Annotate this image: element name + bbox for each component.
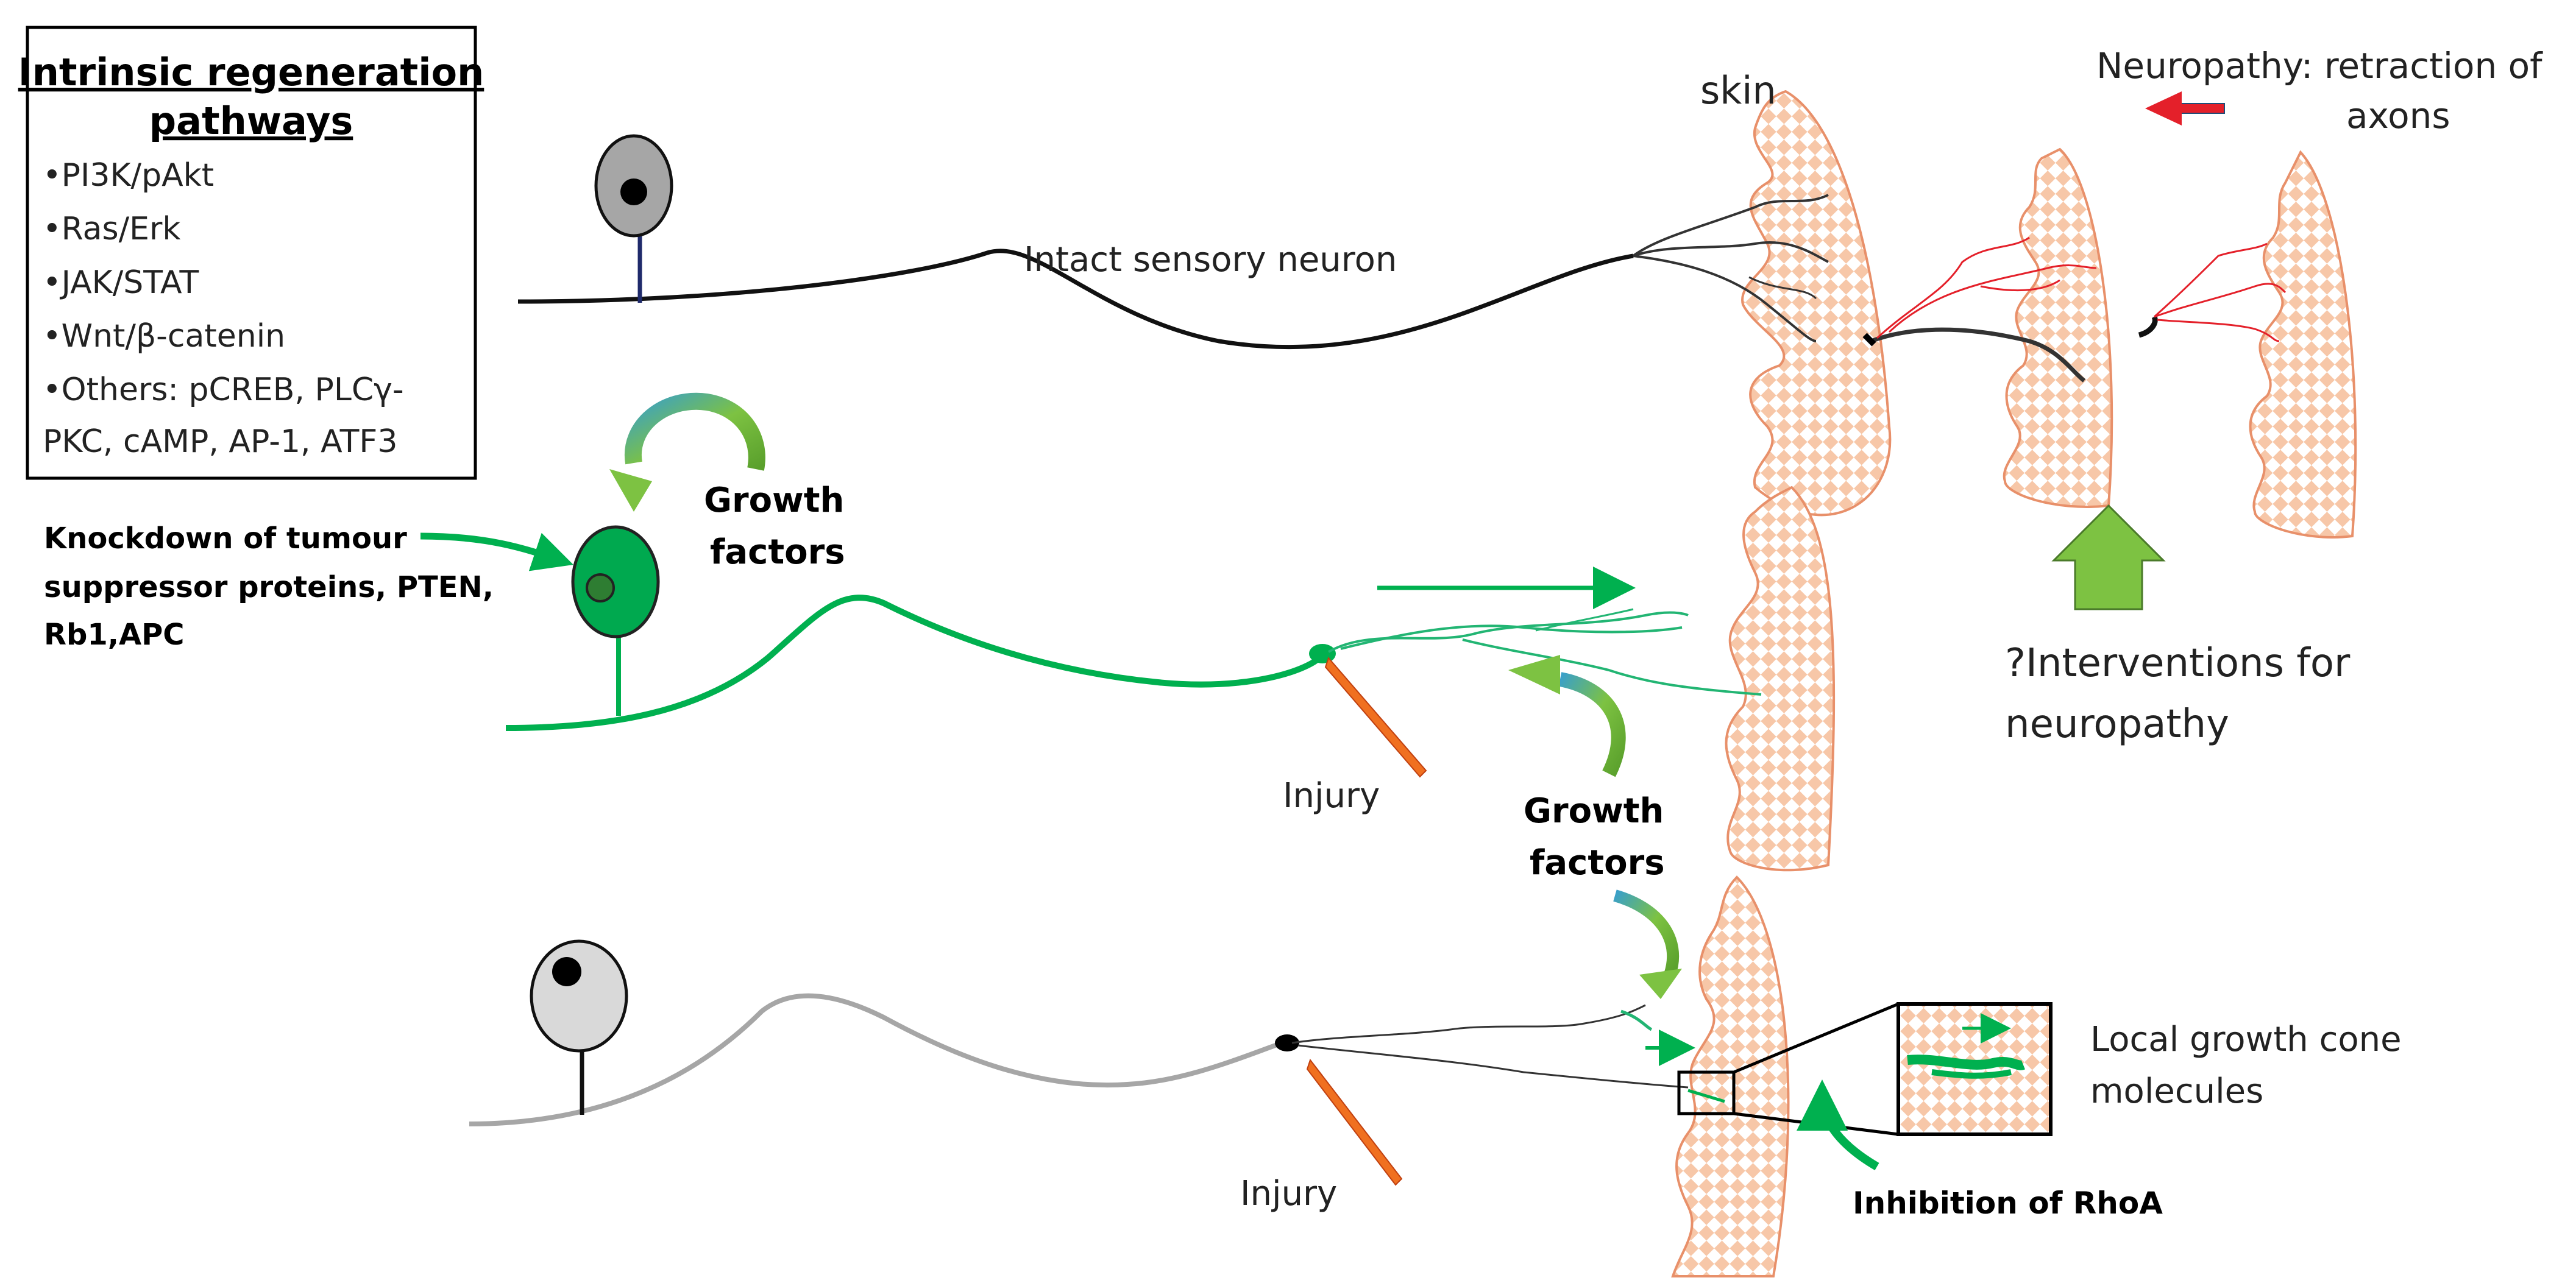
local-molecules-line1: Local growth cone xyxy=(2090,1020,2402,1059)
pathway-item: •Ras/Erk xyxy=(43,211,180,247)
skin-strip-middle xyxy=(1725,486,1836,872)
pathway-item: PKC, cAMP, AP-1, ATF3 xyxy=(43,423,397,460)
cell-body xyxy=(571,525,660,638)
box-title-line2: pathways xyxy=(149,99,353,143)
intervention-arrow xyxy=(2051,504,2166,610)
knockdown-label-line3: Rb1,APC xyxy=(44,618,185,652)
pathway-item: •Wnt/β-catenin xyxy=(43,318,285,355)
cell-body xyxy=(530,939,628,1053)
local-molecules-line2: molecules xyxy=(2090,1072,2263,1111)
intact-neuron xyxy=(517,134,1829,350)
interventions-label-line1: ?Interventions for xyxy=(2005,641,2351,686)
nucleus xyxy=(620,178,647,205)
intrinsic-pathways-box: Intrinsic regeneration pathways •PI3K/pA… xyxy=(18,26,484,480)
zoom-region xyxy=(1677,1002,2053,1136)
skin-strip-neuropathy-2 xyxy=(2249,150,2357,539)
growth-factors-curve-bottom xyxy=(1613,889,1682,999)
retraction-arrow xyxy=(2145,91,2225,125)
neuropathy-label-line2: axons xyxy=(2346,95,2450,136)
regenerating-neuron xyxy=(505,525,1762,731)
injured-neuron xyxy=(469,939,1689,1126)
injury-blade-middle xyxy=(1324,657,1427,778)
growth-factors-mid-line2: factors xyxy=(1530,843,1665,883)
rhoa-label: Inhibition of RhoA xyxy=(1853,1185,2163,1221)
neuropathy-axon-2 xyxy=(2138,242,2287,342)
knockdown-label-line1: Knockdown of tumour xyxy=(44,521,407,556)
pathway-item: •PI3K/pAkt xyxy=(43,157,214,194)
growth-factors-mid-line1: Growth xyxy=(1524,791,1664,831)
skin-strip-neuropathy-1 xyxy=(2003,147,2113,508)
skin-strip-bottom xyxy=(1671,875,1790,1277)
interventions-label-line2: neuropathy xyxy=(2005,702,2229,747)
injury-blade-bottom xyxy=(1306,1058,1403,1186)
growth-factors-curve-top xyxy=(609,392,765,512)
intact-neuron-label: Intact sensory neuron xyxy=(1024,240,1397,280)
injury-label-middle: Injury xyxy=(1283,776,1380,816)
nucleus xyxy=(552,957,581,986)
skin-label: skin xyxy=(1700,68,1776,113)
neuropathy-axon-1 xyxy=(1862,236,2097,383)
pathway-item: •JAK/STAT xyxy=(43,264,199,301)
nucleus xyxy=(586,573,615,602)
rhoa-arrow xyxy=(1797,1079,1879,1171)
knockdown-arrow xyxy=(420,532,573,571)
pathway-item: •Others: pCREB, PLCγ- xyxy=(43,372,404,408)
injury-label-bottom: Injury xyxy=(1240,1174,1337,1214)
growth-factors-top-line2: factors xyxy=(710,532,845,572)
box-title-line1: Intrinsic regeneration xyxy=(18,50,484,94)
knockdown-label-line2: suppressor proteins, PTEN, xyxy=(44,570,494,604)
growth-factors-curve-mid xyxy=(1508,655,1626,777)
growth-factors-top-line1: Growth xyxy=(704,481,844,520)
skin-strip-top xyxy=(1741,90,1892,517)
neuropathy-label-line1: Neuropathy: retraction of xyxy=(2096,45,2543,87)
